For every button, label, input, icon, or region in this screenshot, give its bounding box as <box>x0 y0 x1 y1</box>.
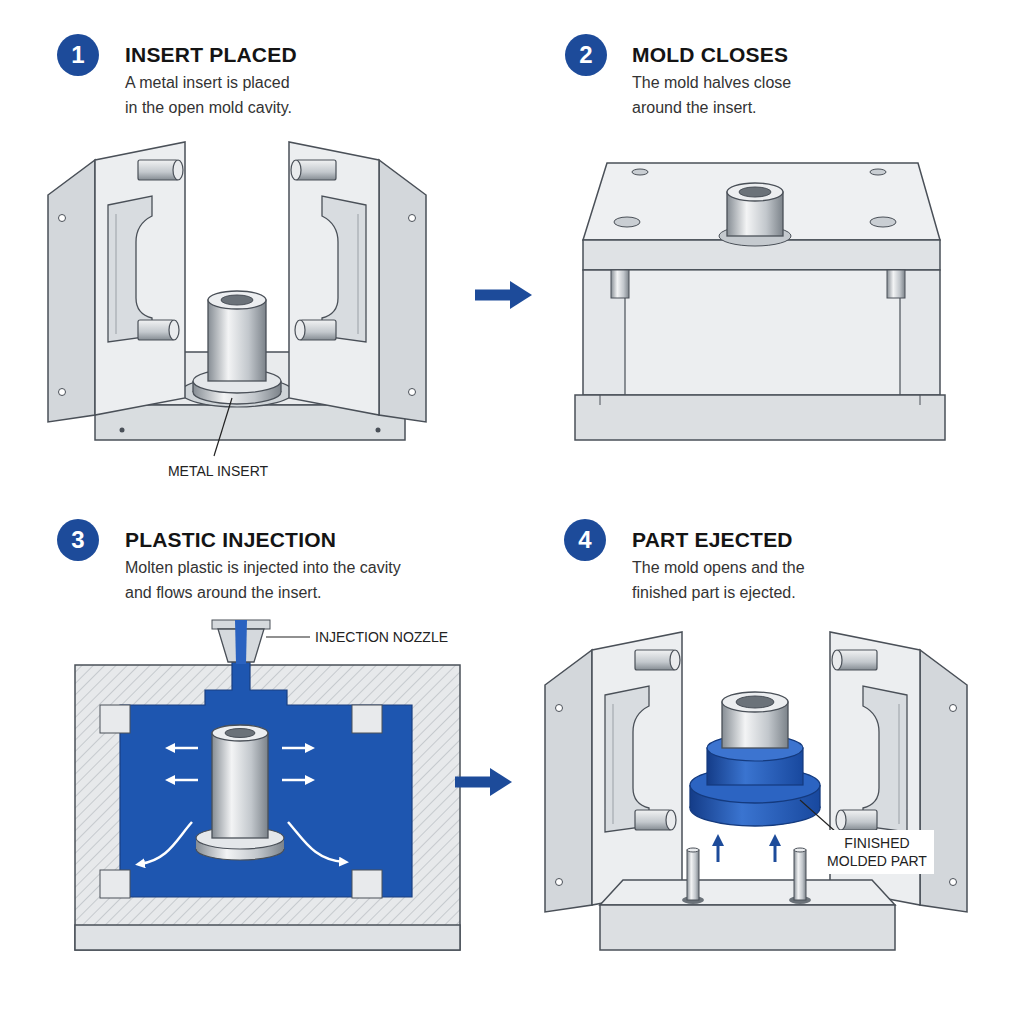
flow-arrow <box>282 779 310 782</box>
ejector-plate <box>794 850 806 900</box>
mold-cross-section <box>75 925 460 950</box>
injection-nozzle <box>212 620 270 664</box>
leader-line <box>214 398 232 456</box>
finished-part <box>722 692 788 712</box>
step-arrow <box>455 777 490 788</box>
metal-insert <box>208 300 266 381</box>
metal-insert <box>208 291 266 309</box>
eject-arrow <box>718 840 775 862</box>
ejector-plate <box>600 905 895 950</box>
closed-mold <box>870 217 896 227</box>
closed-mold <box>632 169 648 175</box>
eject-arrow <box>717 840 720 862</box>
finished-part <box>690 692 820 826</box>
mold-cross-section <box>352 870 382 898</box>
leader-line <box>800 800 836 832</box>
ejector-plate <box>687 848 699 852</box>
mold-half <box>545 632 682 912</box>
finished-part <box>736 696 774 708</box>
closed-mold <box>887 270 905 298</box>
step-panel: 4 PART EJECTED The mold opens and the fini… <box>512 519 962 969</box>
leader-line <box>266 636 310 637</box>
step-number: 3 <box>71 528 84 552</box>
closed-mold <box>870 169 886 175</box>
flow-arrow <box>170 747 198 750</box>
metal-insert <box>193 291 281 404</box>
closed-mold <box>583 163 940 240</box>
step-description: Molten plastic is injected into the cavi… <box>125 555 415 605</box>
mold-cross-section <box>352 705 382 733</box>
step-heading: INSERT PLACED <box>125 43 297 67</box>
part-label: METAL INSERT <box>150 462 286 480</box>
mold-half <box>289 142 426 422</box>
step-number: 4 <box>578 528 591 552</box>
flow-arrow <box>140 748 344 864</box>
mold-cross-section <box>75 662 460 950</box>
flow-arrow <box>170 779 198 782</box>
metal-insert <box>212 725 268 741</box>
flow-arrow <box>288 822 344 862</box>
closed-mold <box>611 270 629 298</box>
flow-arrow <box>140 822 192 864</box>
part-label: FINISHED MOLDED PART <box>822 834 932 870</box>
mold-cross-section <box>100 705 130 733</box>
step-badge: 1 <box>57 34 99 76</box>
step-heading: PLASTIC INJECTION <box>125 528 336 552</box>
step-badge: 4 <box>564 519 606 561</box>
closed-mold <box>739 187 771 197</box>
step-badge: 2 <box>565 34 607 76</box>
metal-insert <box>196 725 284 860</box>
metal-insert <box>212 733 268 838</box>
step-badge: 3 <box>57 519 99 561</box>
base-plate <box>120 428 125 433</box>
step-heading: MOLD CLOSES <box>632 43 788 67</box>
step-arrow <box>475 290 510 301</box>
metal-insert <box>221 295 253 305</box>
base-plate <box>376 428 381 433</box>
step-description: A metal insert is placed in the open mol… <box>125 70 300 120</box>
ejector-plate <box>687 850 699 900</box>
flow-arrow <box>282 747 310 750</box>
step-panel: 1 INSERT PLACED A metal insert is placed i… <box>57 34 475 464</box>
closed-mold <box>625 270 900 395</box>
closed-mold <box>600 395 601 405</box>
mold-cross-section <box>120 662 412 897</box>
closed-mold <box>614 217 640 227</box>
injection-nozzle <box>235 620 247 664</box>
step-panel: 2 MOLD CLOSES The mold halves close around… <box>532 34 962 464</box>
ejector-plate <box>600 880 895 905</box>
step-description: The mold opens and the finished part is … <box>632 555 827 605</box>
step-description: The mold halves close around the insert. <box>632 70 817 120</box>
ejector-plate <box>794 848 806 852</box>
closed-mold <box>575 163 945 440</box>
closed-mold <box>920 395 921 405</box>
eject-arrow <box>774 840 777 862</box>
closed-mold <box>583 270 940 395</box>
metal-insert <box>225 729 255 738</box>
mold-half <box>48 142 185 422</box>
mold-cross-section <box>100 870 130 898</box>
closed-mold <box>575 395 945 440</box>
closed-mold <box>727 183 783 201</box>
step-number: 2 <box>579 43 592 67</box>
step-panel: 3 PLASTIC INJECTION Molten plastic is inje… <box>57 519 455 969</box>
step-heading: PART EJECTED <box>632 528 793 552</box>
label-backdrop <box>820 830 934 874</box>
step-number: 1 <box>71 43 84 67</box>
part-label: INJECTION NOZZLE <box>315 628 515 646</box>
